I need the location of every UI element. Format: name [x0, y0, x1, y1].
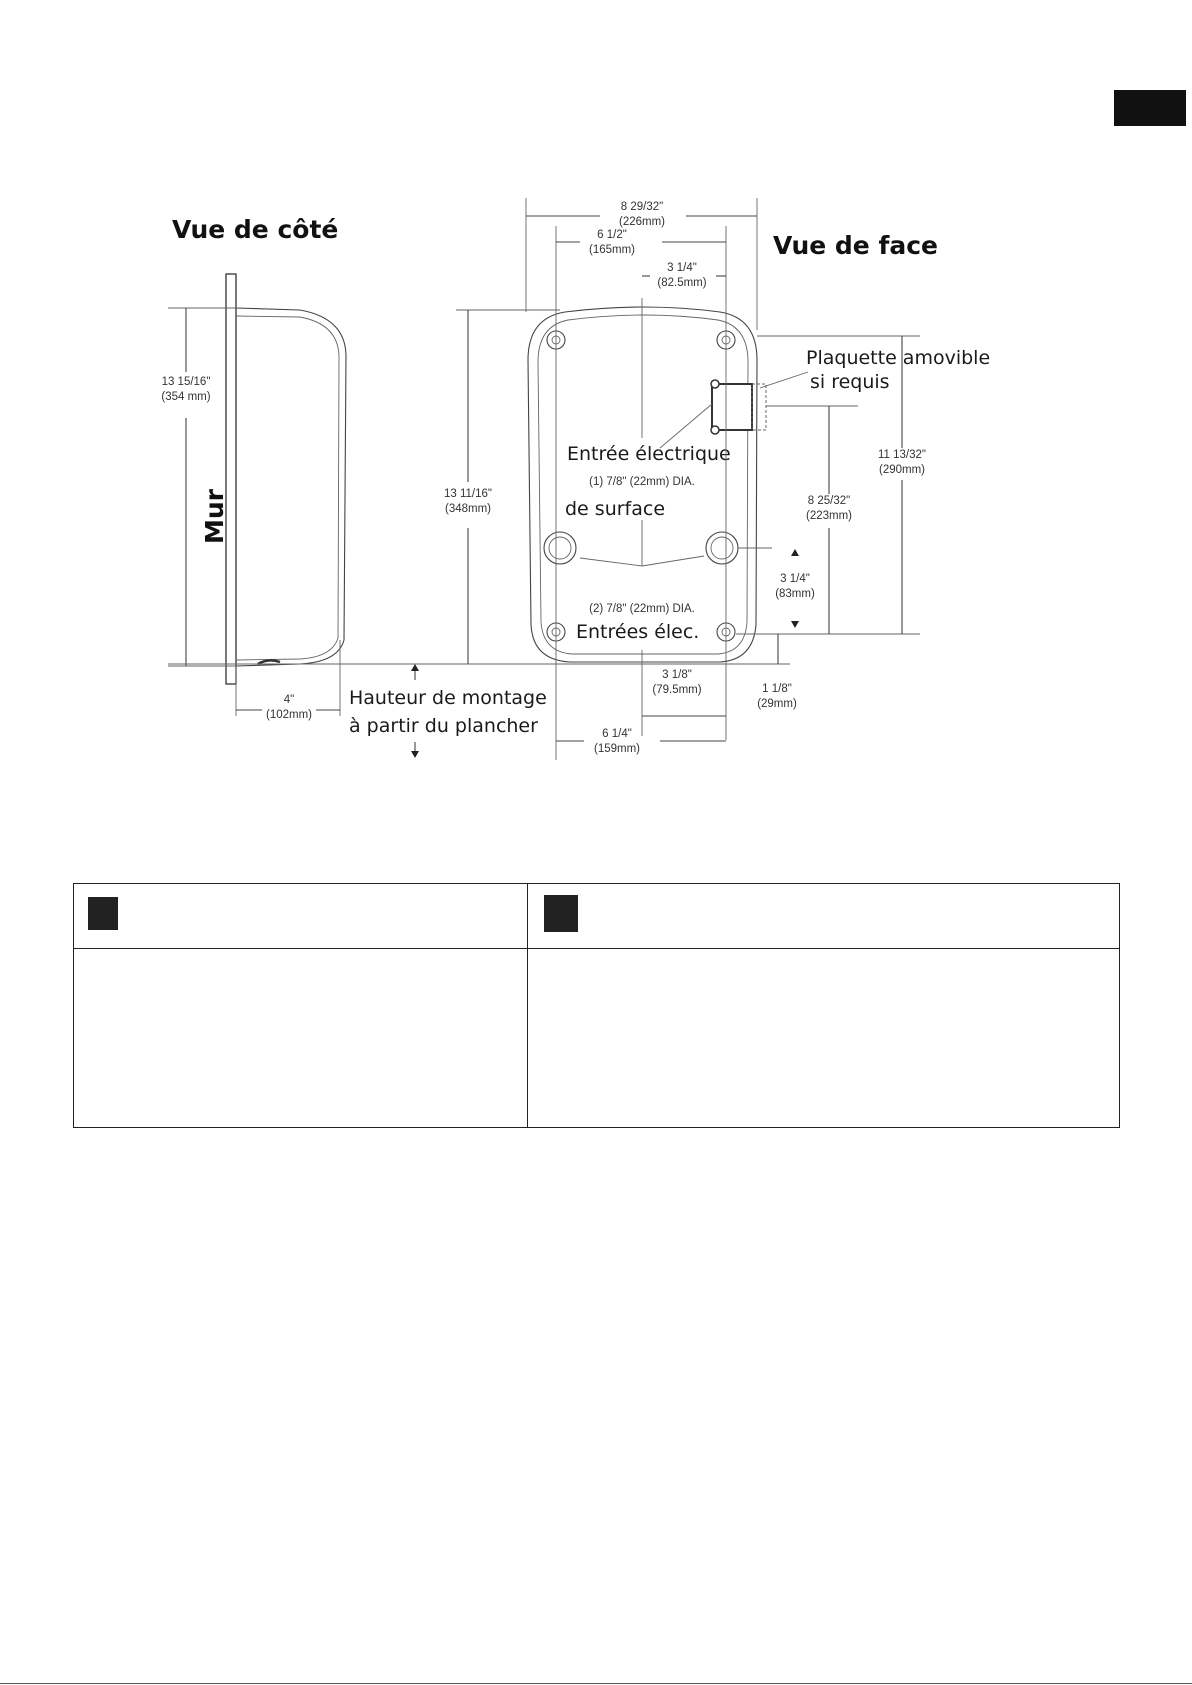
wall-plate [225, 273, 237, 685]
bottom-center-dim: 3 1/8" [662, 669, 692, 681]
side-body-inner [235, 315, 340, 661]
side-depth-dim: 4" [284, 694, 294, 706]
elec-entry-left [543, 531, 577, 565]
side-base-detail [257, 659, 281, 666]
plate-label-1: Plaquette amovible [806, 347, 990, 369]
front-view-title: Vue de face [773, 231, 938, 260]
plate-label-2: si requis [810, 371, 890, 393]
lower-entry-arrow-down [791, 621, 799, 628]
right-height-dim: 11 13/32" [878, 449, 926, 461]
surface-entry-dia: (1) 7/8" (22mm) DIA. [589, 476, 695, 488]
side-height-mm: (354 mm) [161, 391, 210, 403]
spec-table [73, 883, 1120, 1128]
front-body-inner [537, 314, 749, 655]
knockout-plate [710, 379, 767, 435]
front-body-outline [527, 306, 758, 663]
side-view-title: Vue de côté [172, 215, 338, 244]
dimension-diagram: Vue de côté Mur 13 15/16" (354 mm) 4" (1… [161, 198, 990, 760]
overall-width-dim: 8 29/32" [621, 201, 663, 213]
overall-width-mm: (226mm) [619, 216, 665, 228]
footer-rule [0, 1683, 1192, 1684]
header-marker-left [88, 897, 118, 930]
side-height-dim: 13 15/16" [162, 376, 211, 388]
table-header-right [528, 884, 1119, 949]
bottom-offset-mm: (29mm) [757, 698, 797, 710]
entry-height-mm: (223mm) [806, 510, 852, 522]
header-marker-right [544, 895, 578, 932]
lower-entry-dim: 3 1/4" [780, 573, 810, 585]
side-body-outline [235, 307, 347, 667]
elec-leader-left [579, 557, 643, 567]
mounting-label-1: Hauteur de montage [349, 687, 547, 709]
mounting-label-2: à partir du plancher [349, 715, 538, 737]
mount-arrow-up-head [411, 664, 419, 671]
language-tab [1114, 90, 1186, 126]
mount-arrow-down-head [411, 751, 419, 758]
table-body-right [528, 949, 1119, 1127]
bottom-holes-mm: (159mm) [594, 743, 640, 755]
side-depth-mm: (102mm) [266, 709, 312, 721]
elec-entries-dia: (2) 7/8" (22mm) DIA. [589, 603, 695, 615]
elec-entry-right [705, 531, 739, 565]
bottom-holes-dim: 6 1/4" [602, 728, 632, 740]
table-body-left [74, 949, 528, 1127]
top-holes-mm: (165mm) [589, 244, 635, 256]
overall-height-dim: 13 11/16" [444, 488, 492, 500]
bottom-center-mm: (79.5mm) [652, 684, 701, 696]
elec-leader-right [641, 555, 705, 567]
plate-leader [759, 371, 809, 389]
bottom-offset-dim: 1 1/8" [762, 683, 792, 695]
surface-entry-label: Entrée électrique [567, 443, 731, 465]
lower-entry-arrow-up [791, 549, 799, 556]
right-height-mm: (290mm) [879, 464, 925, 476]
surface-entry-leader [659, 403, 713, 449]
elec-entries-label: Entrées élec. [576, 621, 699, 643]
top-holes-dim: 6 1/2" [597, 229, 627, 241]
overall-height-mm: (348mm) [445, 503, 491, 515]
table-header-left [74, 884, 528, 949]
entry-height-dim: 8 25/32" [808, 495, 850, 507]
top-center-dim: 3 1/4" [667, 262, 697, 274]
surface-entry-label-2: de surface [565, 498, 665, 520]
top-center-mm: (82.5mm) [657, 277, 706, 289]
wall-label: Mur [200, 488, 229, 544]
lower-entry-mm: (83mm) [775, 588, 815, 600]
